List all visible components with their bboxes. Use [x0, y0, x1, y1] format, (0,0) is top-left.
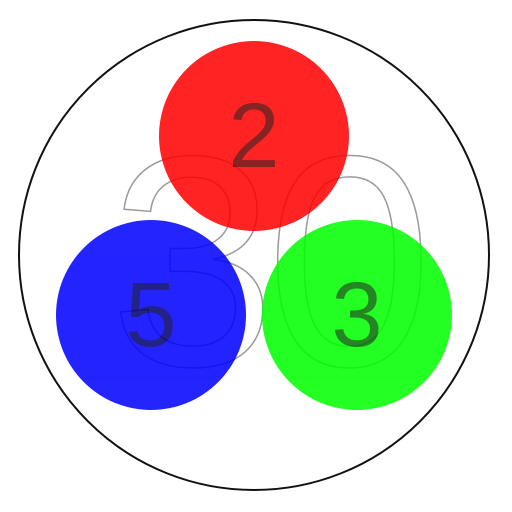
ball-red[interactable]: 2: [159, 41, 349, 231]
game-ring: [18, 19, 490, 491]
ball-green[interactable]: 3: [262, 220, 452, 410]
ball-red-label: 2: [228, 85, 280, 187]
ball-blue-label: 5: [125, 264, 177, 366]
ball-blue[interactable]: 5: [56, 220, 246, 410]
ball-green-label: 3: [331, 264, 383, 366]
